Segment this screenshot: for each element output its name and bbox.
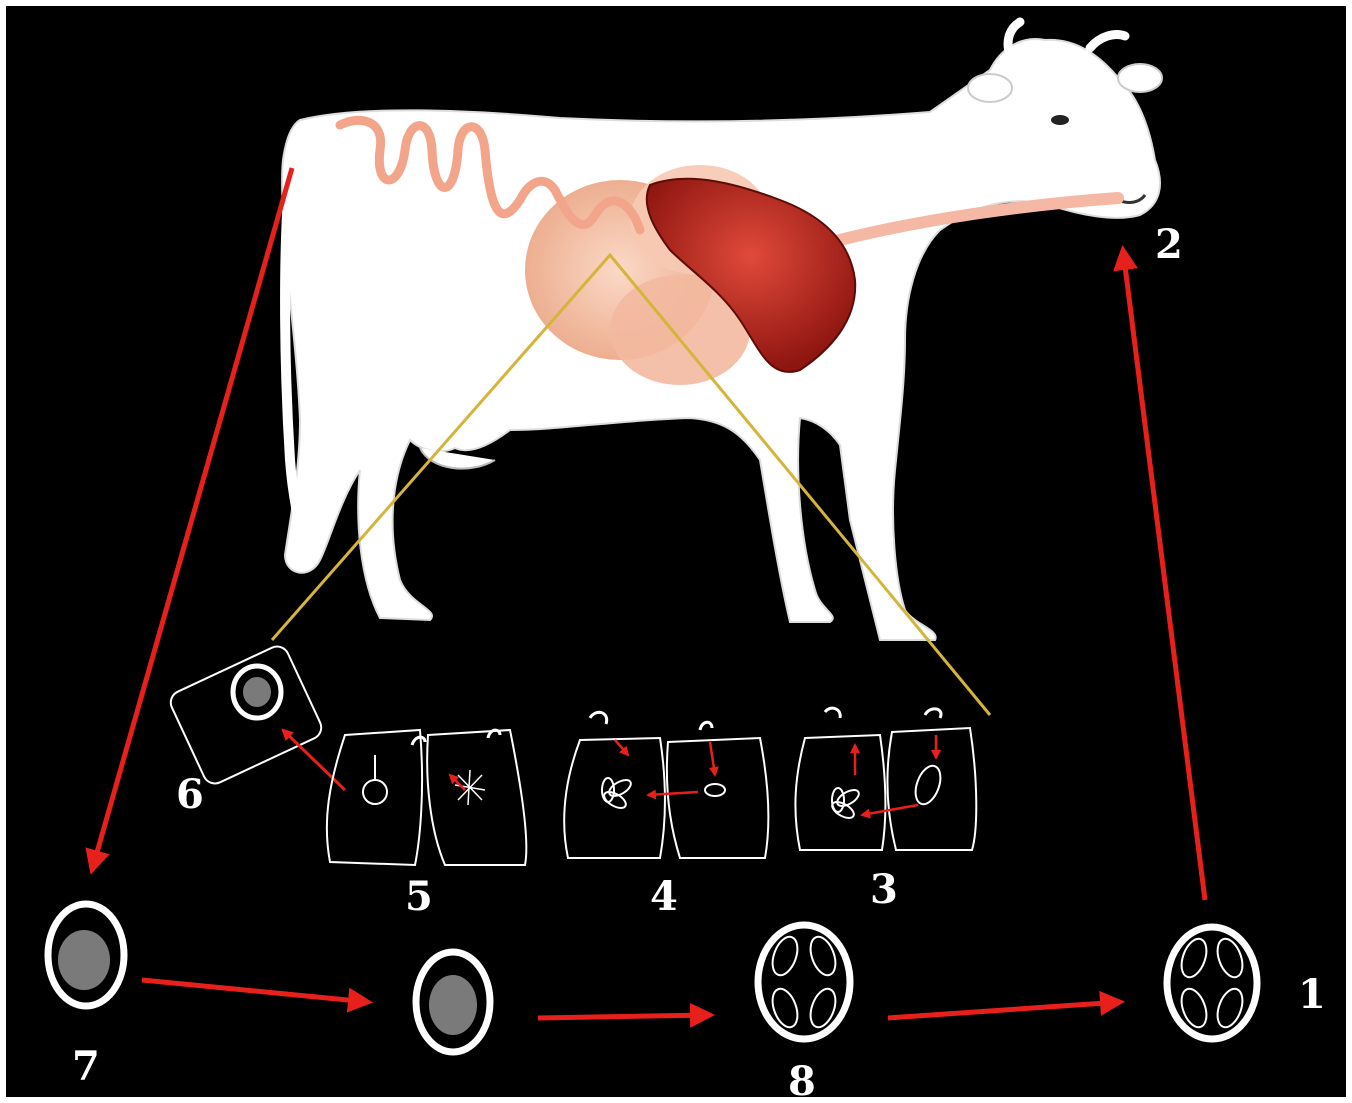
stage-label-8: 8 — [788, 1058, 816, 1103]
stage-label-4: 4 — [650, 873, 678, 920]
stage-label-2: 2 — [1155, 221, 1183, 268]
stage-label-7: 7 — [72, 1043, 100, 1090]
arrow-to-8 — [538, 1015, 710, 1018]
stage-label-3: 3 — [870, 866, 898, 913]
stage-label-1: 1 — [1298, 971, 1326, 1018]
stage-label-5: 5 — [405, 873, 433, 920]
stage-label-6: 6 — [176, 771, 204, 818]
